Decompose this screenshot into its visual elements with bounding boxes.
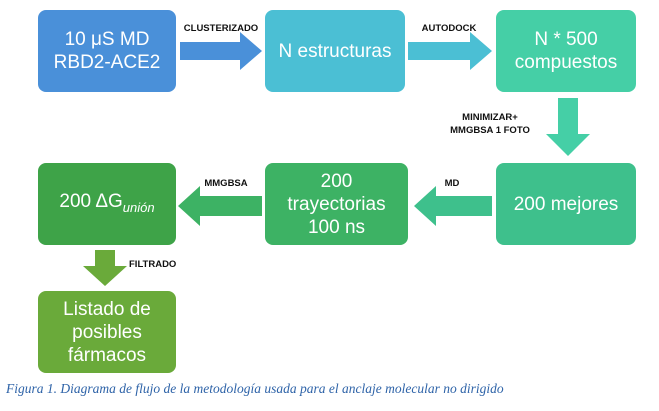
arrow-filtrado — [83, 250, 127, 286]
best-label: 200 mejores — [513, 193, 619, 215]
binding-energy-subscript: unión — [122, 199, 155, 215]
label-filtrado: FILTRADO — [129, 259, 177, 270]
candidates-line2: posibles — [72, 321, 142, 343]
candidates-line1: Listado de — [63, 298, 151, 320]
arrow-autodock — [408, 32, 492, 70]
candidates-box: Listado de posibles fármacos — [38, 291, 176, 373]
arrow-mmgbsa — [178, 186, 262, 226]
label-autodock: AUTODOCK — [421, 23, 477, 34]
arrow-minimizar — [546, 98, 590, 156]
md-source-line1: 10 μS MD — [64, 29, 150, 50]
trajectories-line2: trayectorias — [287, 193, 386, 215]
compounds-line2: compuestos — [514, 52, 618, 73]
label-mmgbsa: MMGBSA — [204, 178, 248, 189]
best-box: 200 mejores — [496, 163, 636, 245]
md-source-box: 10 μS MD RBD2-ACE2 — [38, 10, 176, 92]
trajectories-line3: 100 ns — [307, 216, 366, 238]
arrow-md — [414, 186, 492, 226]
n-structures-label: N estructuras — [278, 40, 392, 62]
label-minimizar-2: MMGBSA 1 FOTO — [450, 125, 530, 136]
binding-energy-box: 200 ΔGunión — [38, 163, 176, 245]
trajectories-line1: 200 — [320, 170, 353, 192]
label-md: MD — [444, 178, 460, 189]
binding-energy-label: 200 ΔGunión — [59, 190, 154, 219]
binding-energy-prefix: 200 ΔG — [59, 190, 123, 212]
compounds-line1: N * 500 — [534, 29, 598, 50]
md-source-line2: RBD2-ACE2 — [53, 52, 161, 73]
label-clusterizado: CLUSTERIZADO — [183, 23, 259, 34]
compounds-box: N * 500 compuestos — [496, 10, 636, 92]
trajectories-box: 200 trayectorias 100 ns — [265, 163, 408, 245]
n-structures-box: N estructuras — [265, 10, 405, 92]
arrow-clusterizado — [180, 32, 262, 70]
figure-caption: Figura 1. Diagrama de flujo de la metodo… — [6, 381, 504, 396]
candidates-line3: fármacos — [67, 344, 147, 366]
label-minimizar-1: MINIMIZAR+ — [462, 112, 518, 123]
